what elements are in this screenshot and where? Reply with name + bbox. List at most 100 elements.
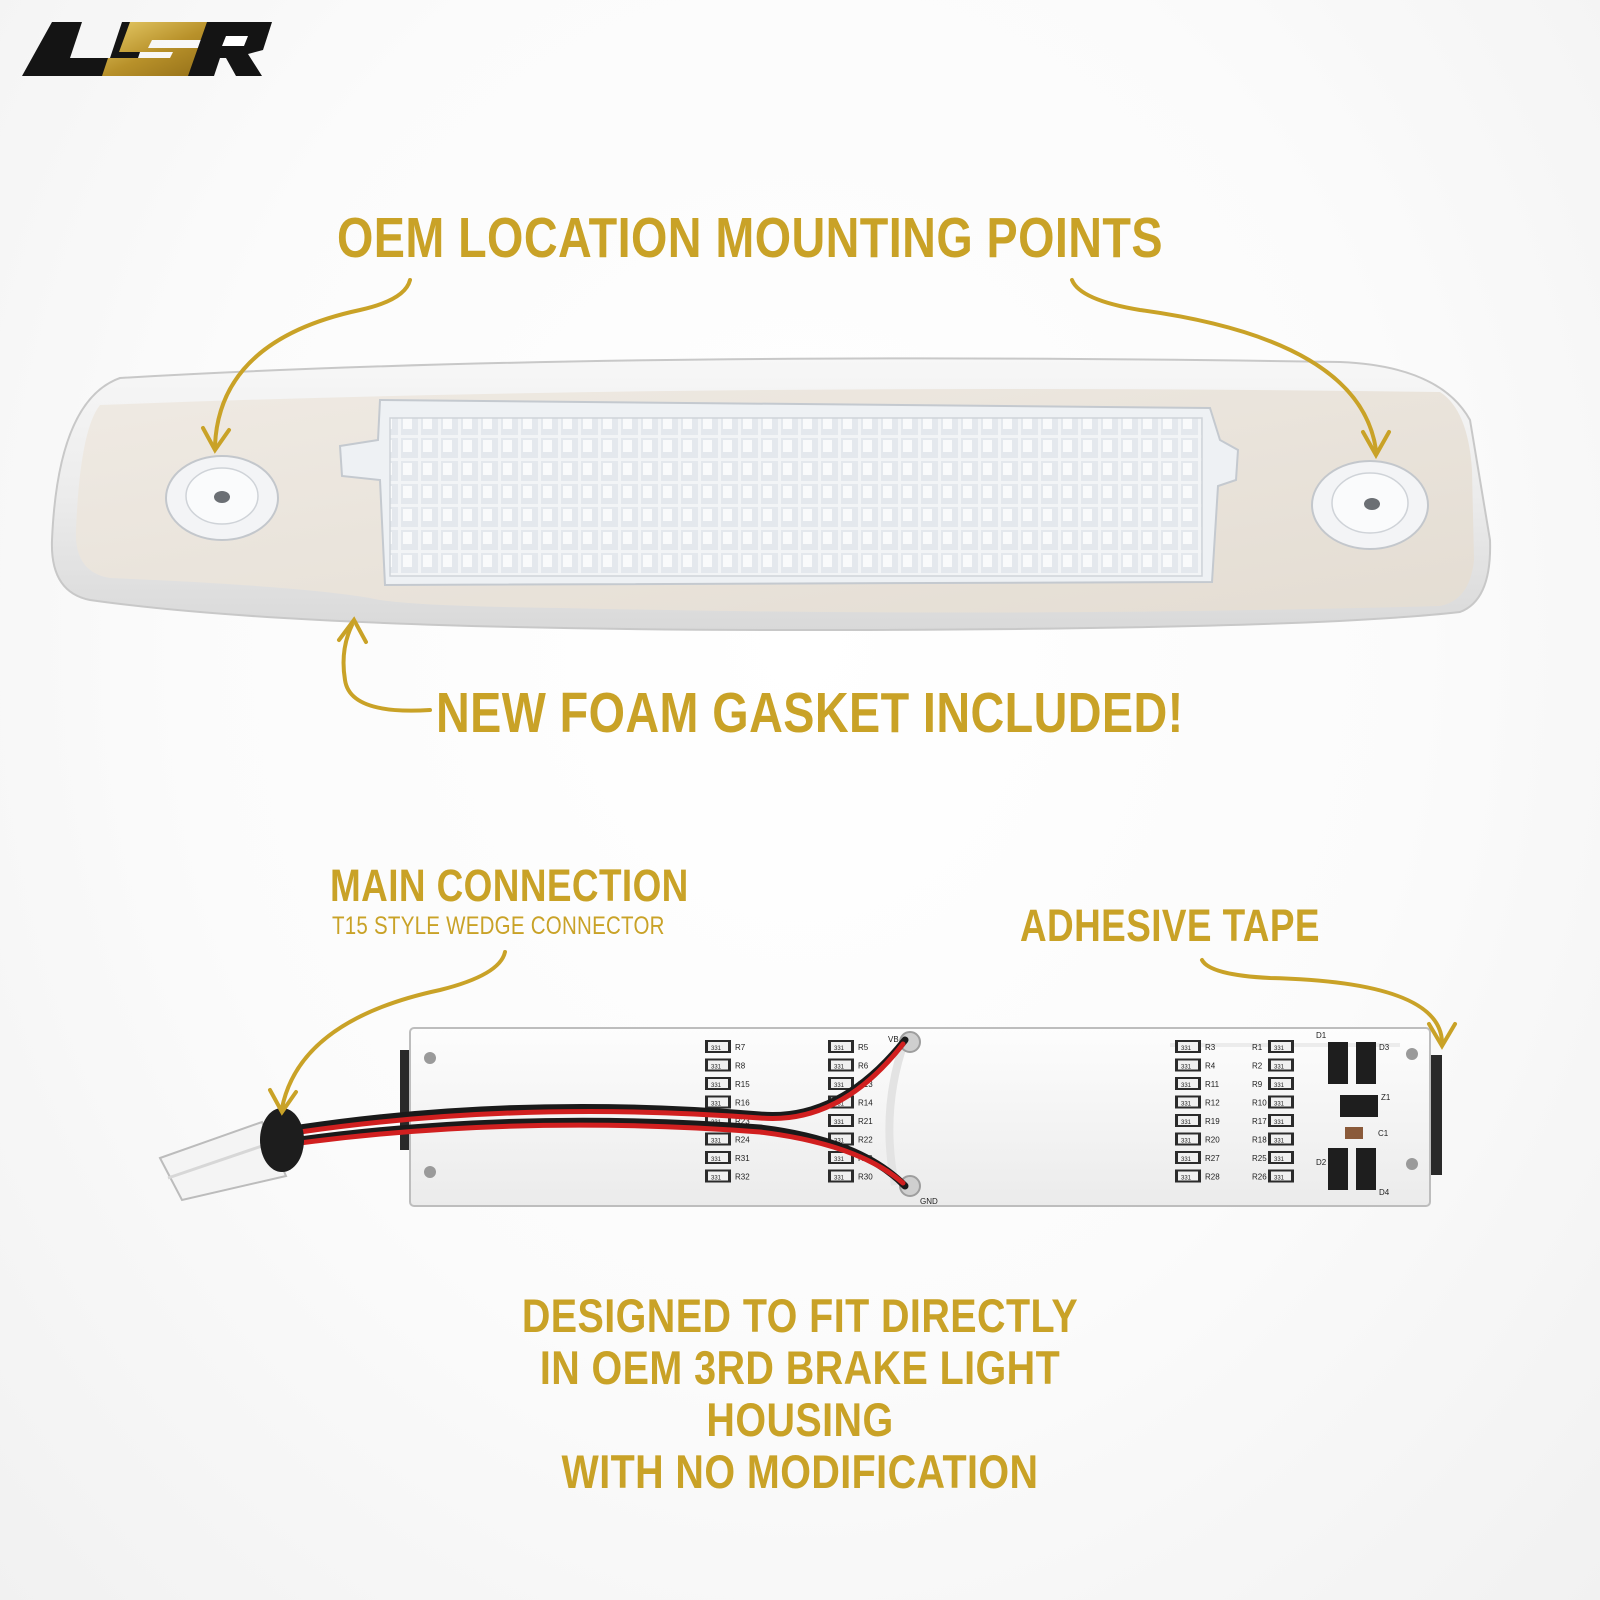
resistor-label: R26	[1252, 1173, 1267, 1182]
resistor-label: R2	[1252, 1062, 1263, 1071]
resistor-label: R18	[1252, 1136, 1267, 1145]
callout-foam-gasket: NEW FOAM GASKET INCLUDED!	[436, 681, 1184, 745]
part-label-d4: D4	[1379, 1188, 1390, 1197]
resistor-code: 331	[711, 1157, 722, 1163]
callout-adhesive-tape: ADHESIVE TAPE	[1020, 900, 1320, 951]
resistor-code: 331	[711, 1065, 722, 1071]
resistor-code: 331	[711, 1139, 722, 1145]
led-lens	[338, 398, 1240, 587]
resistor-label: R28	[1205, 1173, 1220, 1182]
resistor-code: 331	[1274, 1157, 1285, 1163]
resistor-code: 331	[1274, 1176, 1285, 1182]
brake-light-housing	[50, 357, 1492, 632]
resistor-code: 331	[1181, 1120, 1192, 1126]
resistor-label: R27	[1205, 1154, 1220, 1163]
resistor-column-d: 331R1331R2331R9331R10331R17331R18331R253…	[1252, 1040, 1294, 1183]
resistor-label: R32	[735, 1173, 750, 1182]
resistor-code: 331	[1274, 1065, 1285, 1071]
resistor-label: R4	[1205, 1062, 1216, 1071]
wire-harness	[296, 1036, 909, 1190]
resistor-label: R20	[1205, 1136, 1220, 1145]
pad-label-gnd: GND	[920, 1197, 938, 1206]
arrow-adhesive	[1200, 958, 1444, 1044]
footer-line-2: IN OEM 3RD BRAKE LIGHT HOUSING	[539, 1341, 1061, 1446]
resistor-code: 331	[834, 1046, 845, 1052]
resistor-code: 331	[711, 1102, 722, 1108]
resistor-label: R22	[858, 1136, 873, 1145]
resistor-code: 331	[1181, 1083, 1192, 1089]
part-label-d3: D3	[1379, 1043, 1390, 1052]
resistor-code: 331	[834, 1157, 845, 1163]
resistor-code: 331	[711, 1176, 722, 1182]
logo-letter-r	[188, 22, 272, 76]
resistor-code: 331	[1181, 1046, 1192, 1052]
resistor-label: R30	[858, 1173, 873, 1182]
resistor-code: 331	[1274, 1139, 1285, 1145]
resistor-code: 331	[834, 1120, 845, 1126]
resistor-code: 331	[1274, 1102, 1285, 1108]
resistor-label: R23	[735, 1117, 750, 1126]
resistor-label: R12	[1205, 1099, 1220, 1108]
resistor-label: R25	[1252, 1154, 1267, 1163]
resistor-label: R31	[735, 1154, 750, 1163]
resistor-label: R7	[735, 1043, 746, 1052]
resistor-code: 331	[834, 1083, 845, 1089]
diode-block: D1 D3 Z1 C1 D2 D4	[1316, 1031, 1391, 1197]
usr-logo	[22, 22, 272, 76]
arrow-main-connection	[280, 950, 507, 1110]
resistor-code: 331	[834, 1065, 845, 1071]
part-label-c1: C1	[1378, 1129, 1389, 1138]
arrow-mount-left	[213, 278, 412, 447]
logo-letter-s	[102, 22, 222, 76]
resistor-label: R24	[735, 1136, 750, 1145]
resistor-label: R17	[1252, 1117, 1267, 1126]
resistor-code: 331	[834, 1102, 845, 1108]
resistor-label: R11	[1205, 1080, 1220, 1089]
resistor-label: R15	[735, 1080, 750, 1089]
resistor-code: 331	[1181, 1157, 1192, 1163]
mounting-point-left	[165, 455, 279, 541]
pad-label-vb: VB	[888, 1035, 899, 1044]
part-label-z1: Z1	[1381, 1093, 1391, 1102]
resistor-code: 331	[834, 1139, 845, 1145]
resistor-label: R9	[1252, 1080, 1263, 1089]
part-label-d2: D2	[1316, 1158, 1327, 1167]
resistor-code: 331	[834, 1176, 845, 1182]
resistor-code: 331	[1274, 1083, 1285, 1089]
t15-wedge-connector	[158, 1108, 304, 1202]
resistor-label: R1	[1252, 1043, 1263, 1052]
resistor-label: R8	[735, 1062, 746, 1071]
resistor-code: 331	[711, 1083, 722, 1089]
callout-arrows-bottom	[268, 950, 1457, 1116]
resistor-code: 331	[1181, 1065, 1192, 1071]
resistor-label: R5	[858, 1043, 869, 1052]
resistor-label: R6	[858, 1062, 869, 1071]
callout-mounting-points: OEM LOCATION MOUNTING POINTS	[337, 206, 1163, 270]
resistor-code: 331	[711, 1046, 722, 1052]
callout-main-connection: MAIN CONNECTION	[330, 860, 689, 911]
part-label-d1: D1	[1316, 1031, 1327, 1040]
resistor-label: R14	[858, 1099, 873, 1108]
arrow-mount-right	[1070, 278, 1378, 452]
resistor-code: 331	[1274, 1120, 1285, 1126]
resistor-label: R19	[1205, 1117, 1220, 1126]
resistor-label: R21	[858, 1117, 873, 1126]
footer-line-3: WITH NO MODIFICATION	[561, 1445, 1039, 1498]
callout-main-connection-sub: T15 STYLE WEDGE CONNECTOR	[332, 912, 665, 940]
callout-arrows-top	[201, 278, 1391, 713]
mounting-point-right	[1311, 460, 1429, 550]
footer-line-1: DESIGNED TO FIT DIRECTLY	[521, 1289, 1079, 1342]
footer-fitment-text: DESIGNED TO FIT DIRECTLY IN OEM 3RD BRAK…	[464, 1290, 1136, 1498]
resistor-code: 331	[1274, 1046, 1285, 1052]
arrow-gasket	[341, 623, 432, 713]
resistor-code: 331	[1181, 1139, 1192, 1145]
resistor-label: R16	[735, 1099, 750, 1108]
resistor-code: 331	[1181, 1102, 1192, 1108]
resistor-code: 331	[1181, 1176, 1192, 1182]
resistor-label: R10	[1252, 1099, 1267, 1108]
resistor-label: R3	[1205, 1043, 1216, 1052]
